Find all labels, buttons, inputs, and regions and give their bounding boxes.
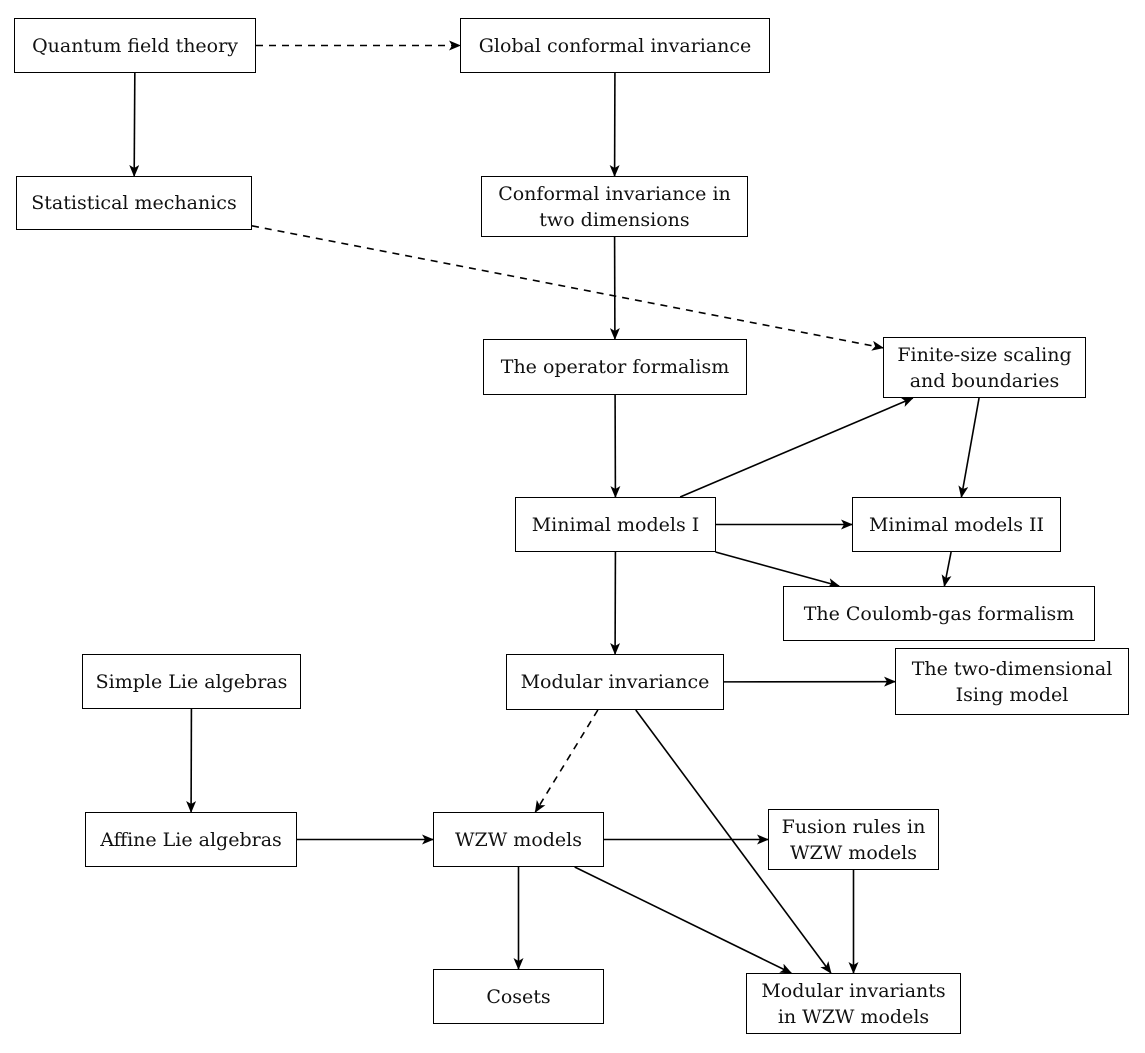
edge-modinv-to-wzw [534, 709, 599, 813]
edge-wzw-to-modwzw [574, 866, 793, 974]
node-statistical-mechanics: Statistical mechanics [16, 176, 252, 230]
edge-statmech-to-finite [251, 225, 884, 351]
node-cosets: Cosets [433, 969, 604, 1024]
edge-qft-to-statmech [129, 72, 140, 177]
node-affine-lie-algebras: Affine Lie algebras [85, 812, 297, 867]
node-wzw-models: WZW models [433, 812, 604, 867]
node-modular-invariants-wzw: Modular invariants in WZW models [746, 973, 961, 1034]
edge-mm2-to-coulomb [941, 551, 952, 587]
node-coulomb-gas-formalism: The Coulomb-gas formalism [783, 586, 1095, 641]
node-quantum-field-theory: Quantum field theory [14, 18, 256, 73]
edge-finite-to-mm2 [958, 397, 980, 498]
node-minimal-models-2: Minimal models II [852, 497, 1061, 552]
edge-mm1-to-finite [679, 397, 914, 498]
node-finite-size-scaling: Finite-size scaling and boundaries [883, 337, 1086, 398]
node-modular-invariance: Modular invariance [506, 654, 724, 710]
edge-mm1-to-coulomb [715, 551, 841, 588]
node-operator-formalism: The operator formalism [483, 339, 747, 395]
node-ising-model: The two-dimensional Ising model [895, 648, 1129, 715]
node-fusion-rules: Fusion rules in WZW models [768, 809, 939, 870]
node-minimal-models-1: Minimal models I [515, 497, 716, 552]
node-conformal-invariance-2d: Conformal invariance in two dimensions [481, 176, 748, 237]
edge-modinv-to-modwzw [635, 709, 832, 974]
node-simple-lie-algebras: Simple Lie algebras [82, 654, 301, 709]
node-global-conformal-invariance: Global conformal invariance [460, 18, 770, 73]
